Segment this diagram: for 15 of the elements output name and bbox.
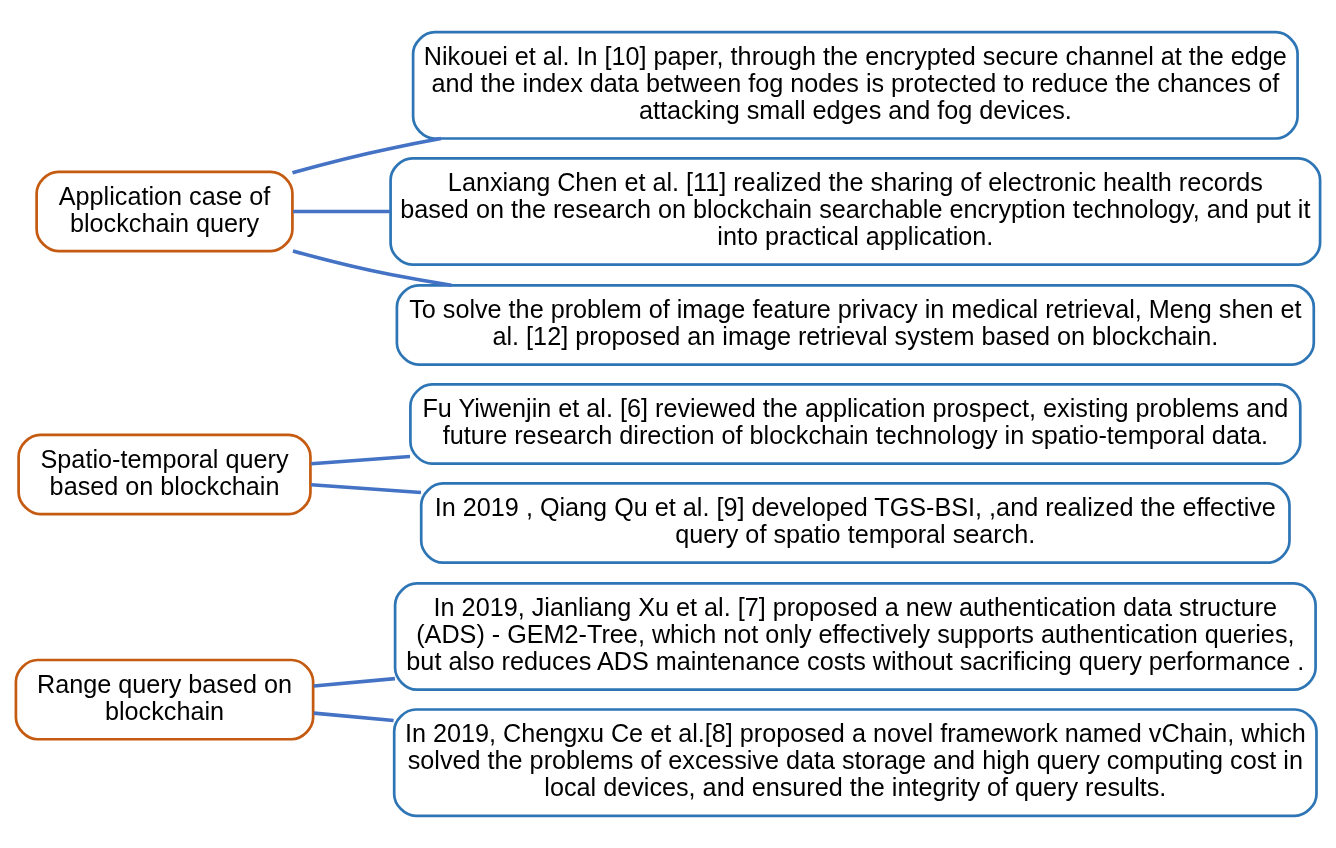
node-box: In 2019, Chengxu Ce et al.[8] proposed a novel framework named vChain, which solved the problems of excessive data storage and high query computing cost in local devices, and ensured the integrity of query results. xyxy=(392,708,1318,818)
connector xyxy=(311,454,411,466)
connector xyxy=(313,676,396,688)
node-box: Spatio-temporal query based on blockchain xyxy=(17,433,312,516)
node-box: Fu Yiwenjin et al. [6] reviewed the application prospect, existing problems and future research direction of blockchain technology in spatio-temporal data. xyxy=(409,383,1302,465)
node-box: Nikouei et al. In [10] paper, through the encrypted secure channel at the edge and the index data between fog nodes is protected to reduce the chances of attacking small edges and fog devices. xyxy=(411,30,1299,140)
node-box: Application case of blockchain query xyxy=(35,170,294,253)
node-box: In 2019, Jianliang Xu et al. [7] proposed a new authentication data structure (ADS) - GEM2-Tree, which not only effectively supports authentication queries, but also reduces ADS maintenance costs without sacrificing query performance . xyxy=(393,582,1317,692)
node-box: To solve the problem of image feature privacy in medical retrieval, Meng shen et al. [12] proposed an image retrieval system based on blockchain. xyxy=(395,283,1316,366)
connector xyxy=(313,711,394,723)
node-box: Lanxiang Chen et al. [11] realized the sharing of electronic health records based on the research on blockchain searchable encryption technology, and put it into practical application. xyxy=(389,156,1322,266)
node-box: Range query based on blockchain xyxy=(14,658,315,741)
node-box: In 2019 , Qiang Qu et al. [9] developed TGS-BSI, ,and realized the effective query of spatio temporal search. xyxy=(419,482,1291,565)
connector xyxy=(293,209,390,214)
connector xyxy=(311,482,422,495)
